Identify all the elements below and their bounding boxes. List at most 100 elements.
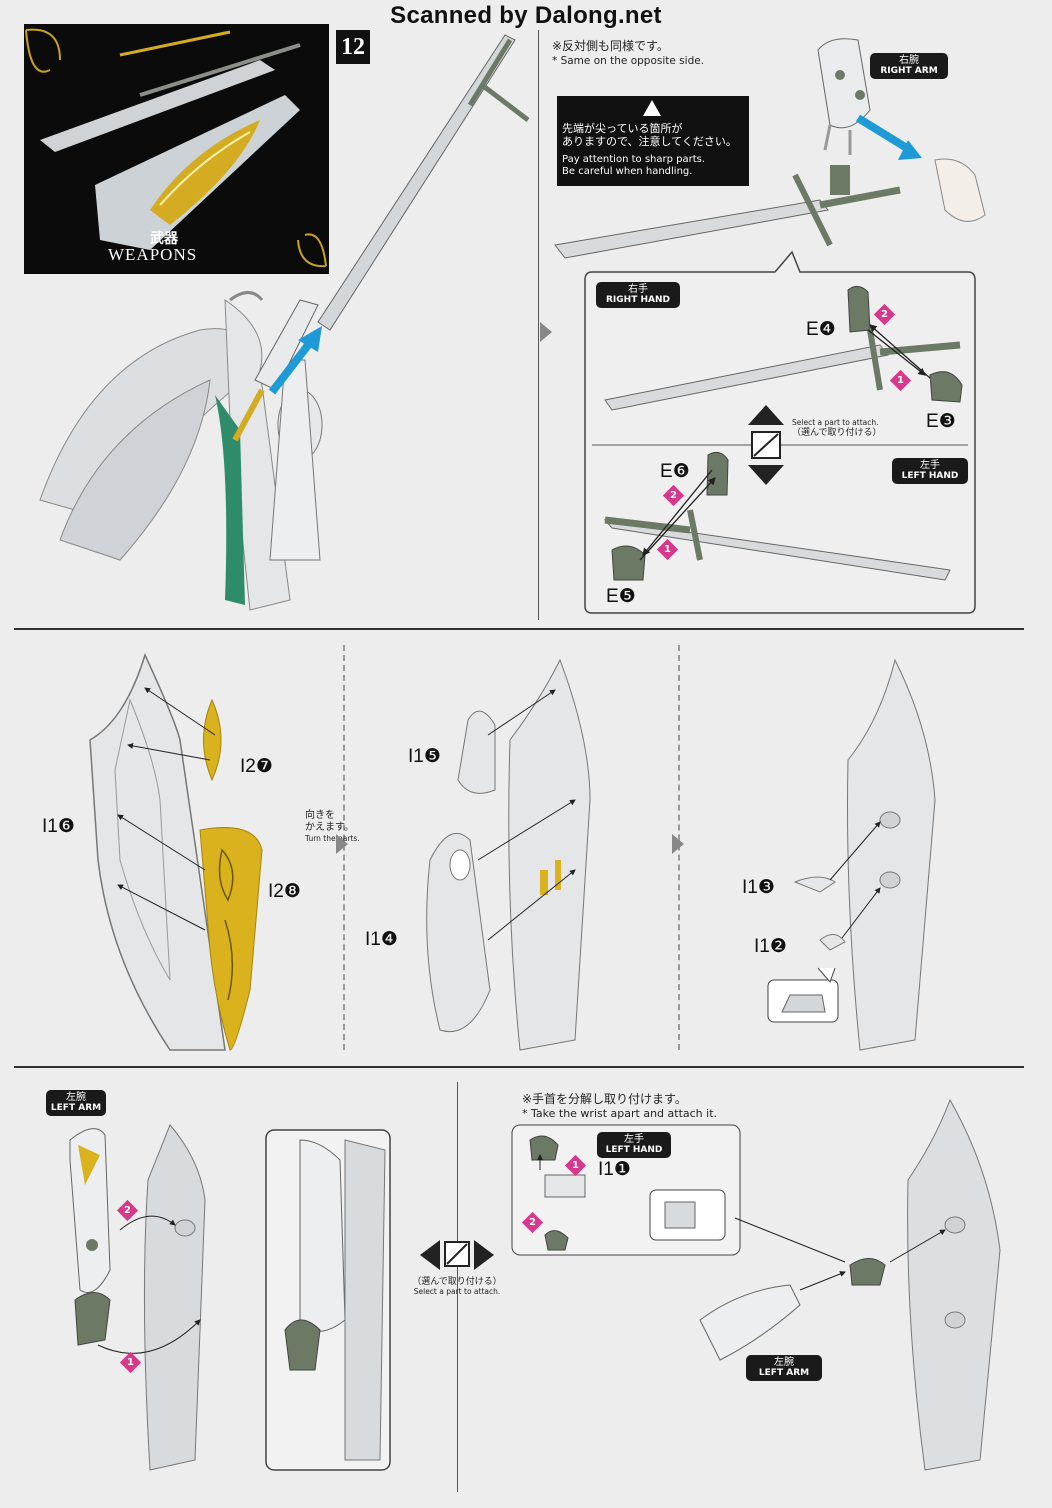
select-part-note-en: Select a part to attach. (792, 418, 879, 427)
select-part-bottom-jp: （選んで取り付ける） (412, 1277, 502, 1287)
step-diamond-1-left: 1 (656, 538, 679, 561)
part-i16-letter: I1 (42, 816, 58, 837)
left-arm-tag-jp: 左腕 (66, 1092, 86, 1103)
part-i15-number: ❺ (423, 746, 441, 767)
part-label-i12: I1❷ (754, 935, 787, 958)
left-hand-tag-bottom: 左手 LEFT HAND (597, 1132, 671, 1158)
part-label-i28: I2❽ (268, 880, 301, 903)
opposite-side-note-en: * Same on the opposite side. (552, 55, 705, 67)
step-diamond-2-arm: 2 (116, 1199, 139, 1222)
left-hand-tag-bottom-jp: 左手 (624, 1134, 644, 1145)
right-hand-tag-jp: 右手 (628, 284, 648, 295)
step-diamond-1-arm: 1 (119, 1351, 142, 1374)
right-hand-tag: 右手 RIGHT HAND (596, 282, 680, 308)
part-e5-letter: E (606, 586, 619, 607)
right-arm-tag: 右腕 RIGHT ARM (870, 53, 948, 79)
left-arm-tag: 左腕 LEFT ARM (46, 1090, 106, 1116)
part-e4-letter: E (806, 319, 819, 340)
part-label-e5: E❺ (606, 585, 636, 608)
wrist-note-jp: ※手首を分解し取り付けます。 (522, 1092, 687, 1106)
step-diamond-1-right: 1 (889, 369, 912, 392)
opposite-side-note-jp: ※反対側も同様です。 (552, 39, 669, 53)
caution-text-jp: 先端が尖っている箇所が ありますので、注意してください。 (562, 122, 737, 148)
part-i28-letter: I2 (268, 881, 284, 902)
left-hand-tag: 左手 LEFT HAND (892, 458, 968, 484)
left-hand-tag-jp: 左手 (920, 460, 940, 471)
select-part-note: Select a part to attach. （選んで取り付ける） (792, 418, 882, 438)
flow-arrow-mid-2 (672, 834, 684, 854)
part-i15-letter: I1 (408, 746, 424, 767)
part-i27-letter: I2 (240, 756, 256, 777)
part-i13-letter: I1 (742, 877, 758, 898)
step-diamond-1-wrist: 1 (564, 1154, 587, 1177)
left-arm-tag-en: LEFT ARM (50, 1103, 102, 1113)
warning-icon (643, 100, 661, 116)
part-i27-number: ❼ (255, 756, 273, 777)
part-label-e6: E❻ (660, 460, 690, 483)
right-arm-tag-jp: 右腕 (899, 55, 919, 66)
divider-bottom-center (457, 1082, 458, 1492)
divider-top-center (538, 30, 539, 620)
turn-parts-en: Turn the parts. (305, 834, 360, 843)
wrist-note-en: * Take the wrist apart and attach it. (522, 1107, 718, 1120)
part-label-e3: E❸ (926, 410, 956, 433)
part-e3-letter: E (926, 411, 939, 432)
part-i11-letter: I1 (598, 1159, 614, 1180)
left-arm-tag-bottom: 左腕 LEFT ARM (746, 1355, 822, 1381)
sword-illustration (317, 34, 530, 331)
turn-parts-note: 向きを かえます。 Turn the parts. (305, 810, 360, 843)
left-hand-tag-en: LEFT HAND (901, 471, 959, 481)
caution-box: 先端が尖っている箇所が ありますので、注意してください。 Pay attenti… (557, 96, 749, 186)
left-hand-tag-bottom-en: LEFT HAND (605, 1145, 663, 1155)
part-i28-number: ❽ (283, 881, 301, 902)
part-label-i15: I1❺ (408, 745, 441, 768)
part-label-i27: I2❼ (240, 755, 273, 778)
robot-figure (39, 291, 323, 611)
part-e4-number: ❹ (818, 319, 836, 340)
watermark: Scanned by Dalong.net (390, 2, 662, 29)
weapons-label-jp: 武器 (150, 231, 178, 247)
step-diamond-2-right: 2 (873, 303, 896, 326)
part-i14-number: ❹ (380, 929, 398, 950)
part-label-i13: I1❸ (742, 876, 775, 899)
section-divider-bottom (14, 1066, 1024, 1068)
weapons-thumbnail (24, 24, 329, 274)
weapons-label-en: WEAPONS (108, 245, 198, 264)
part-i11-number: ❶ (613, 1159, 631, 1180)
attach-arrow-hand (855, 114, 913, 154)
right-hand-tag-en: RIGHT HAND (606, 295, 670, 305)
select-part-note-bottom: （選んで取り付ける） Select a part to attach. (402, 1274, 512, 1296)
flow-arrow-mid-1 (336, 834, 348, 854)
flow-arrow-top (540, 322, 552, 342)
part-e6-number: ❻ (672, 461, 690, 482)
part-label-i14: I1❹ (365, 928, 398, 951)
part-e6-letter: E (660, 461, 673, 482)
right-arm-tag-en: RIGHT ARM (880, 66, 938, 76)
section-divider-top (14, 628, 1024, 630)
part-e3-number: ❸ (938, 411, 956, 432)
part-label-i16: I1❻ (42, 815, 75, 838)
part-label-i11: I1❶ (598, 1158, 631, 1181)
part-i16-number: ❻ (57, 816, 75, 837)
left-arm-tag-bottom-jp: 左腕 (774, 1357, 794, 1368)
open-hand-icon (934, 158, 986, 222)
left-arm-tag-bottom-en: LEFT ARM (758, 1368, 810, 1378)
part-i14-letter: I1 (365, 929, 381, 950)
select-part-bottom-en: Select a part to attach. (413, 1287, 501, 1296)
step-diamond-2-wrist: 2 (521, 1211, 544, 1234)
select-part-note-jp: （選んで取り付ける） (792, 428, 882, 438)
part-i12-letter: I1 (754, 936, 770, 957)
part-label-e4: E❹ (806, 318, 836, 341)
right-arm-illustration (817, 38, 871, 155)
caution-text-en: Pay attention to sharp parts. Be careful… (562, 154, 706, 177)
sword-with-hand (554, 165, 901, 259)
part-e5-number: ❺ (618, 586, 636, 607)
step-number: 12 (336, 30, 370, 64)
shield-i16 (89, 652, 226, 1051)
step-diamond-2-left: 2 (662, 484, 685, 507)
turn-parts-jp: 向きを かえます。 (305, 810, 354, 833)
attach-arrow-sword (268, 337, 316, 395)
part-i12-number: ❷ (769, 936, 787, 957)
